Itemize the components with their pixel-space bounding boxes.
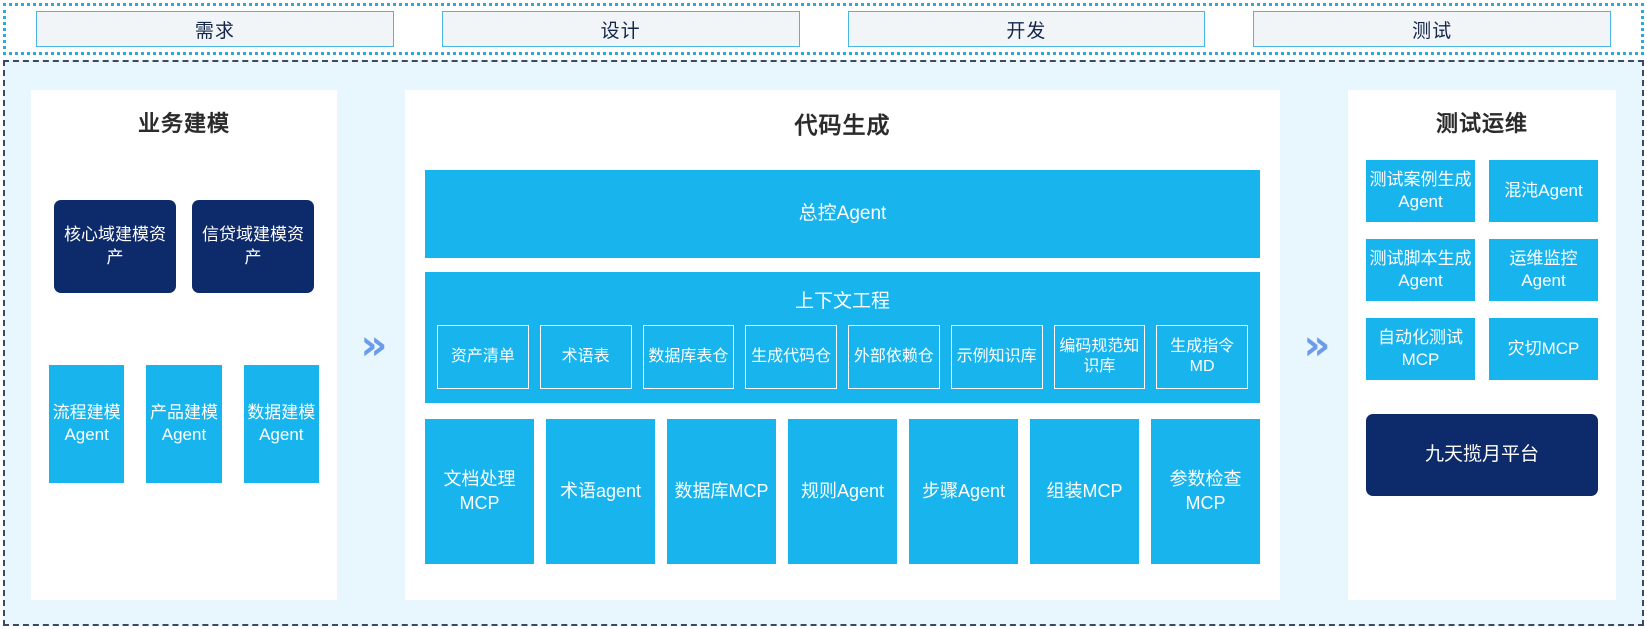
panel-title-code-generation: 代码生成 [794, 112, 891, 138]
phase-tab-label: 开发 [1006, 20, 1047, 42]
phase-strip: 需求 设计 开发 测试 [3, 3, 1644, 55]
agent-card-label: 数据建模Agent [247, 402, 316, 444]
master-agent-banner[interactable]: 总控Agent [425, 170, 1260, 258]
phase-tab-label: 需求 [194, 20, 235, 42]
tool-card-label: 组装MCP [1046, 480, 1123, 501]
asset-card-label: 信贷域建模资产 [202, 225, 304, 267]
context-item-label: 示例知识库 [956, 348, 1037, 365]
tool-card-label: 规则Agent [800, 480, 885, 501]
test-ops-row: 测试脚本生成Agent 运维监控Agent [1366, 239, 1598, 301]
phase-tab-label: 设计 [600, 20, 641, 42]
asset-card-core-domain[interactable]: 核心域建模资产 [54, 200, 176, 293]
tool-card-label: 术语agent [559, 480, 642, 501]
panel-business-modeling: 业务建模 核心域建模资产 信贷域建模资产 流程建模Agent 产品建模Agent [31, 90, 337, 600]
tool-card-row: 文档处理MCP 术语agent 数据库MCP 规则Agent 步骤Agent [425, 419, 1260, 564]
double-chevron-right-icon: » [1303, 320, 1330, 369]
agent-card-label: 流程建模Agent [52, 402, 121, 444]
tool-card-document-processing-mcp[interactable]: 文档处理MCP [425, 419, 534, 564]
test-ops-card-label: 测试案例生成Agent [1369, 169, 1472, 211]
agent-card-product-modeling[interactable]: 产品建模Agent [146, 365, 222, 483]
context-item-label: 资产清单 [450, 348, 515, 365]
double-chevron-right-icon: » [360, 320, 387, 369]
flow-arrow-center-to-right: » [1280, 90, 1348, 600]
platform-card-label: 九天揽月平台 [1424, 443, 1539, 465]
tool-card-label: 参数检查MCP [1169, 469, 1242, 513]
phase-tab-requirements[interactable]: 需求 [36, 11, 394, 47]
context-item-coding-standard-knowledge-base[interactable]: 编码规范知识库 [1053, 325, 1146, 389]
test-ops-row: 自动化测试MCP 灾切MCP [1366, 318, 1598, 380]
context-item-external-dependency-repo[interactable]: 外部依赖仓 [848, 325, 940, 389]
context-item-label: 编码规范知识库 [1059, 338, 1140, 375]
test-ops-grid: 测试案例生成Agent 混沌Agent 测试脚本生成Agent 运维监控Agen… [1366, 160, 1598, 380]
test-ops-card-label: 自动化测试MCP [1378, 327, 1463, 369]
test-ops-card-chaos-agent[interactable]: 混沌Agent [1489, 160, 1598, 222]
panel-test-operations: 测试运维 测试案例生成Agent 混沌Agent 测试脚本生成Agent [1348, 90, 1616, 600]
platform-card-jiutian-lanyue[interactable]: 九天揽月平台 [1366, 414, 1598, 496]
panel-title-test-operations: 测试运维 [1435, 111, 1528, 136]
phase-tab-testing[interactable]: 测试 [1253, 11, 1611, 47]
context-item-glossary[interactable]: 术语表 [539, 325, 632, 389]
test-ops-card-disaster-recovery-mcp[interactable]: 灾切MCP [1489, 318, 1598, 380]
asset-card-credit-domain[interactable]: 信贷域建模资产 [192, 200, 314, 293]
business-asset-group: 核心域建模资产 信贷域建模资产 [49, 200, 319, 293]
context-item-label: 外部依赖仓 [853, 348, 934, 365]
agent-card-process-modeling[interactable]: 流程建模Agent [49, 365, 125, 483]
tool-card-rule-agent[interactable]: 规则Agent [788, 419, 897, 564]
context-item-row: 资产清单 术语表 数据库表仓 生成代码仓 外部依赖仓 [437, 325, 1248, 389]
phase-tab-development[interactable]: 开发 [847, 11, 1206, 47]
context-item-label: 生成代码仓 [751, 348, 832, 365]
context-item-label: 生成指令MD [1170, 338, 1235, 375]
agent-card-data-modeling[interactable]: 数据建模Agent [243, 365, 319, 483]
test-ops-card-label: 测试脚本生成Agent [1369, 248, 1472, 290]
tool-card-label: 文档处理MCP [443, 469, 516, 513]
test-ops-row: 测试案例生成Agent 混沌Agent [1366, 160, 1598, 222]
tool-card-assembly-mcp[interactable]: 组装MCP [1030, 419, 1139, 564]
tool-card-label: 步骤Agent [921, 480, 1006, 501]
panel-layout: 业务建模 核心域建模资产 信贷域建模资产 流程建模Agent 产品建模Agent [5, 62, 1642, 624]
asset-card-label: 核心域建模资产 [64, 225, 166, 267]
test-ops-card-test-case-generation-agent[interactable]: 测试案例生成Agent [1366, 160, 1475, 222]
context-item-asset-list[interactable]: 资产清单 [437, 325, 529, 389]
test-ops-card-ops-monitoring-agent[interactable]: 运维监控Agent [1489, 239, 1598, 301]
context-engineering-block: 上下文工程 资产清单 术语表 数据库表仓 生成代码仓 [425, 272, 1260, 403]
test-ops-card-label: 灾切MCP [1507, 338, 1580, 358]
tool-card-parameter-check-mcp[interactable]: 参数检查MCP [1151, 419, 1260, 564]
agent-card-label: 产品建模Agent [149, 402, 218, 444]
test-ops-card-label: 运维监控Agent [1509, 248, 1578, 290]
context-engineering-title: 上下文工程 [794, 291, 890, 312]
master-agent-label: 总控Agent [798, 202, 887, 224]
phase-tab-label: 测试 [1412, 20, 1453, 42]
phase-tab-design[interactable]: 设计 [441, 11, 800, 47]
main-region: 业务建模 核心域建模资产 信贷域建模资产 流程建模Agent 产品建模Agent [3, 60, 1644, 626]
test-ops-card-label: 混沌Agent [1504, 180, 1583, 200]
tool-card-glossary-agent[interactable]: 术语agent [546, 419, 655, 564]
test-ops-card-test-script-generation-agent[interactable]: 测试脚本生成Agent [1366, 239, 1475, 301]
context-item-label: 数据库表仓 [648, 348, 729, 365]
context-item-generation-instruction-md[interactable]: 生成指令MD [1156, 325, 1248, 389]
context-item-generated-code-repo[interactable]: 生成代码仓 [745, 325, 837, 389]
context-item-example-knowledge-base[interactable]: 示例知识库 [950, 325, 1043, 389]
flow-arrow-left-to-center: » [337, 90, 405, 600]
tool-card-step-agent[interactable]: 步骤Agent [909, 419, 1018, 564]
context-item-db-table-repo[interactable]: 数据库表仓 [642, 325, 735, 389]
panel-title-business-modeling: 业务建模 [137, 111, 230, 136]
tool-card-label: 数据库MCP [674, 480, 769, 501]
test-ops-card-automated-test-mcp[interactable]: 自动化测试MCP [1366, 318, 1475, 380]
tool-card-database-mcp[interactable]: 数据库MCP [667, 419, 776, 564]
context-item-label: 术语表 [561, 348, 610, 365]
business-agent-group: 流程建模Agent 产品建模Agent 数据建模Agent [49, 365, 319, 483]
panel-code-generation: 代码生成 总控Agent 上下文工程 资产清单 术语表 数据库表仓 [405, 90, 1280, 600]
